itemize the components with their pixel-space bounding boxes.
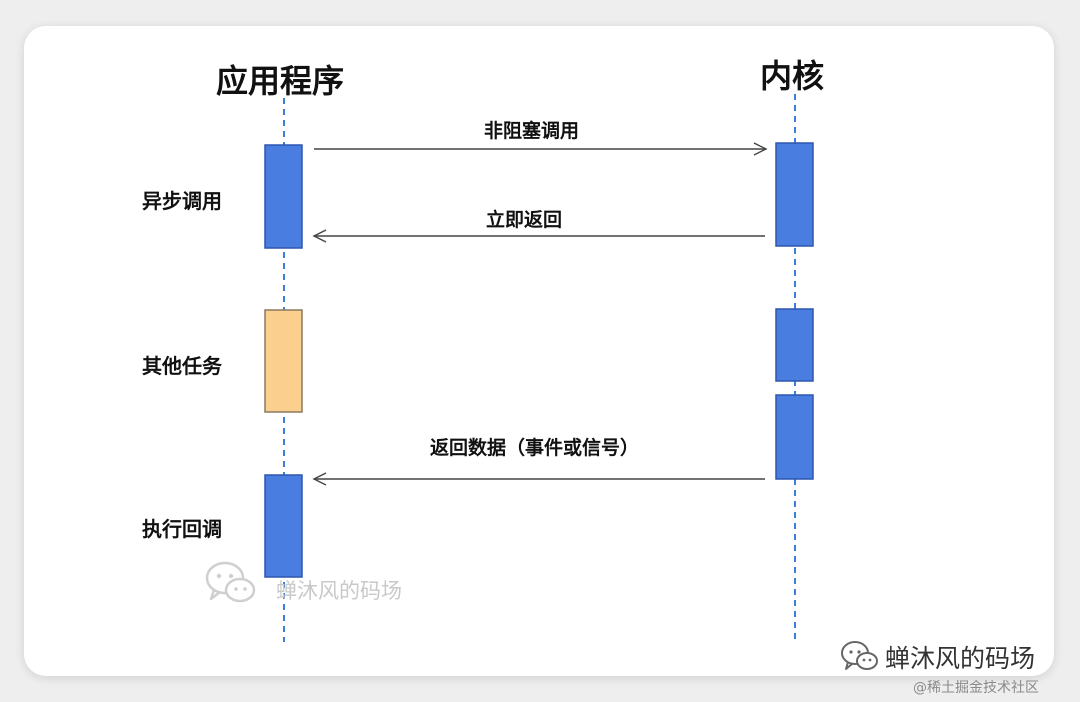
wechat-icon	[205, 561, 256, 603]
wechat-brand-icon	[841, 641, 878, 670]
phase-label-other-tasks: 其他任务	[142, 354, 222, 378]
app-activation-callback	[264, 474, 303, 578]
watermark-community-text: @稀土掘金技术社区	[913, 680, 1039, 696]
arrow-nonblocking-call	[314, 142, 768, 156]
app-activation-async-call	[264, 144, 303, 249]
diagram-card	[24, 26, 1054, 676]
kernel-activation-2	[775, 308, 814, 382]
watermark-brand-text: 蝉沐风的码场	[885, 644, 1036, 673]
phase-label-async-call: 异步调用	[142, 189, 222, 213]
kernel-activation-1	[775, 142, 814, 247]
actor-kernel-title: 内核	[760, 57, 825, 95]
actor-app-title: 应用程序	[216, 62, 345, 100]
message-label-return-data: 返回数据（事件或信号）	[430, 437, 640, 459]
arrow-return-immediately	[312, 229, 765, 243]
watermark-center-text: 蝉沐风的码场	[276, 579, 402, 603]
message-label-return-immediately: 立即返回	[486, 209, 563, 231]
kernel-activation-3	[775, 394, 814, 480]
app-activation-other-tasks	[264, 309, 303, 413]
arrow-return-data	[312, 472, 765, 486]
phase-label-run-callback: 执行回调	[142, 517, 222, 541]
message-label-nonblocking-call: 非阻塞调用	[484, 120, 580, 142]
